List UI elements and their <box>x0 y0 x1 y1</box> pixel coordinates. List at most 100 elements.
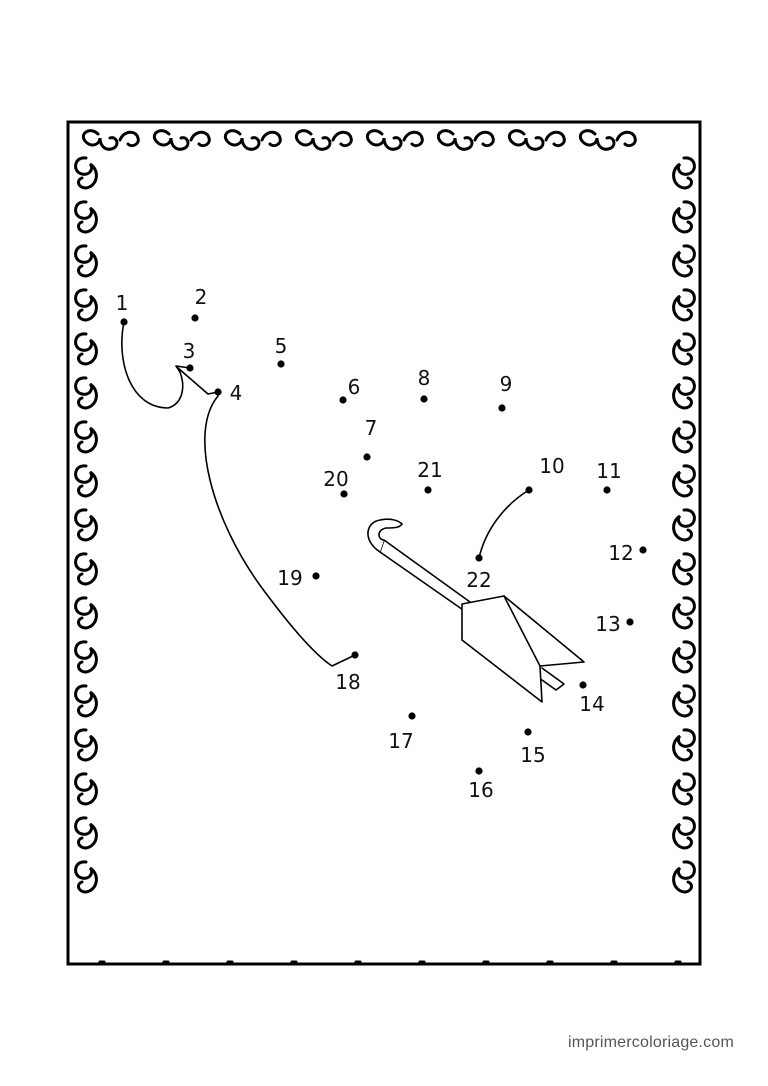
dot-label-8: 8 <box>418 366 431 390</box>
dot-label-21: 21 <box>417 458 442 482</box>
top-scroll <box>402 130 424 148</box>
left-scroll <box>74 728 98 762</box>
right-scroll <box>672 728 696 762</box>
dot-1 <box>120 318 128 326</box>
dot-label-9: 9 <box>500 372 513 396</box>
dot-label-4: 4 <box>230 381 243 405</box>
dot-5 <box>277 360 285 368</box>
website-credit: imprimercoloriage.com <box>567 1034 734 1051</box>
left-scroll <box>74 244 98 278</box>
right-scroll <box>672 860 696 894</box>
dot-9 <box>498 404 506 412</box>
dot-21 <box>424 486 432 494</box>
left-scroll <box>74 376 98 410</box>
dot-20 <box>340 490 348 498</box>
top-scroll <box>473 130 495 148</box>
dot-label-6: 6 <box>348 375 361 399</box>
dot-label-19: 19 <box>277 566 302 590</box>
top-scroll <box>365 129 403 151</box>
dot-label-17: 17 <box>388 729 413 753</box>
right-scroll <box>672 508 696 542</box>
dot-label-13: 13 <box>595 612 620 636</box>
left-scroll <box>74 596 98 630</box>
right-scroll <box>672 420 696 454</box>
arrow-nock <box>541 667 565 691</box>
dot-label-3: 3 <box>183 339 196 363</box>
dot-12 <box>639 546 647 554</box>
dot-label-11: 11 <box>596 459 621 483</box>
dot-label-22: 22 <box>466 568 491 592</box>
dot-8 <box>420 395 428 403</box>
top-scroll <box>223 129 261 151</box>
dot-label-12: 12 <box>608 541 633 565</box>
pre-drawn-curve-4-18 <box>204 395 356 667</box>
pre-drawn-line-art <box>121 321 585 703</box>
arrow-fletching-fold <box>503 595 541 667</box>
left-scroll <box>74 552 98 586</box>
top-scroll <box>294 129 332 151</box>
right-scroll <box>672 816 696 850</box>
top-scroll <box>507 129 545 151</box>
left-scroll <box>74 200 98 234</box>
arrow-hook <box>367 518 403 553</box>
dot-11 <box>603 486 611 494</box>
top-scroll <box>260 130 282 148</box>
top-scroll <box>118 130 140 148</box>
pre-drawn-arc-22-10 <box>478 489 530 559</box>
top-scroll <box>544 130 566 148</box>
dot-22 <box>475 554 483 562</box>
dot-label-14: 14 <box>579 692 604 716</box>
dot-19 <box>312 572 320 580</box>
left-scroll <box>74 860 98 894</box>
right-scroll <box>672 596 696 630</box>
dot-10 <box>525 486 533 494</box>
arrow-shaft <box>379 539 471 613</box>
dot-17 <box>408 712 416 720</box>
dot-4 <box>214 388 222 396</box>
right-scroll <box>672 332 696 366</box>
arrow-drawing <box>367 518 585 703</box>
left-scroll <box>74 508 98 542</box>
left-scroll <box>74 684 98 718</box>
top-scroll <box>578 129 616 151</box>
dot-14 <box>579 681 587 689</box>
dot-16 <box>475 767 483 775</box>
dot-3 <box>186 364 194 372</box>
top-scroll <box>331 130 353 148</box>
dot-label-18: 18 <box>335 670 360 694</box>
left-scroll <box>74 156 98 190</box>
dot-6 <box>339 396 347 404</box>
arrow-fletching <box>461 595 585 703</box>
right-scroll <box>672 552 696 586</box>
top-scroll <box>436 129 474 151</box>
dot-label-10: 10 <box>539 454 564 478</box>
pre-drawn-curve-1-3 <box>121 321 191 409</box>
dot-15 <box>524 728 532 736</box>
dot-label-16: 16 <box>468 778 493 802</box>
left-scroll <box>74 640 98 674</box>
dot-2 <box>191 314 199 322</box>
dot-label-15: 15 <box>520 743 545 767</box>
dot-7 <box>363 453 371 461</box>
right-scroll <box>672 640 696 674</box>
right-scroll <box>672 464 696 498</box>
left-scroll <box>74 464 98 498</box>
right-scroll <box>672 772 696 806</box>
pre-drawn-notch-3-4 <box>177 367 219 395</box>
dot-label-5: 5 <box>275 334 288 358</box>
dot-label-7: 7 <box>365 416 378 440</box>
right-scroll <box>672 376 696 410</box>
left-scroll <box>74 332 98 366</box>
top-scroll <box>81 129 119 151</box>
dot-label-2: 2 <box>195 285 208 309</box>
right-scroll <box>672 156 696 190</box>
left-scroll <box>74 816 98 850</box>
top-scroll <box>615 130 637 148</box>
scroll-border-decoration <box>74 129 696 964</box>
top-scroll <box>189 130 211 148</box>
dot-13 <box>626 618 634 626</box>
right-scroll <box>672 200 696 234</box>
